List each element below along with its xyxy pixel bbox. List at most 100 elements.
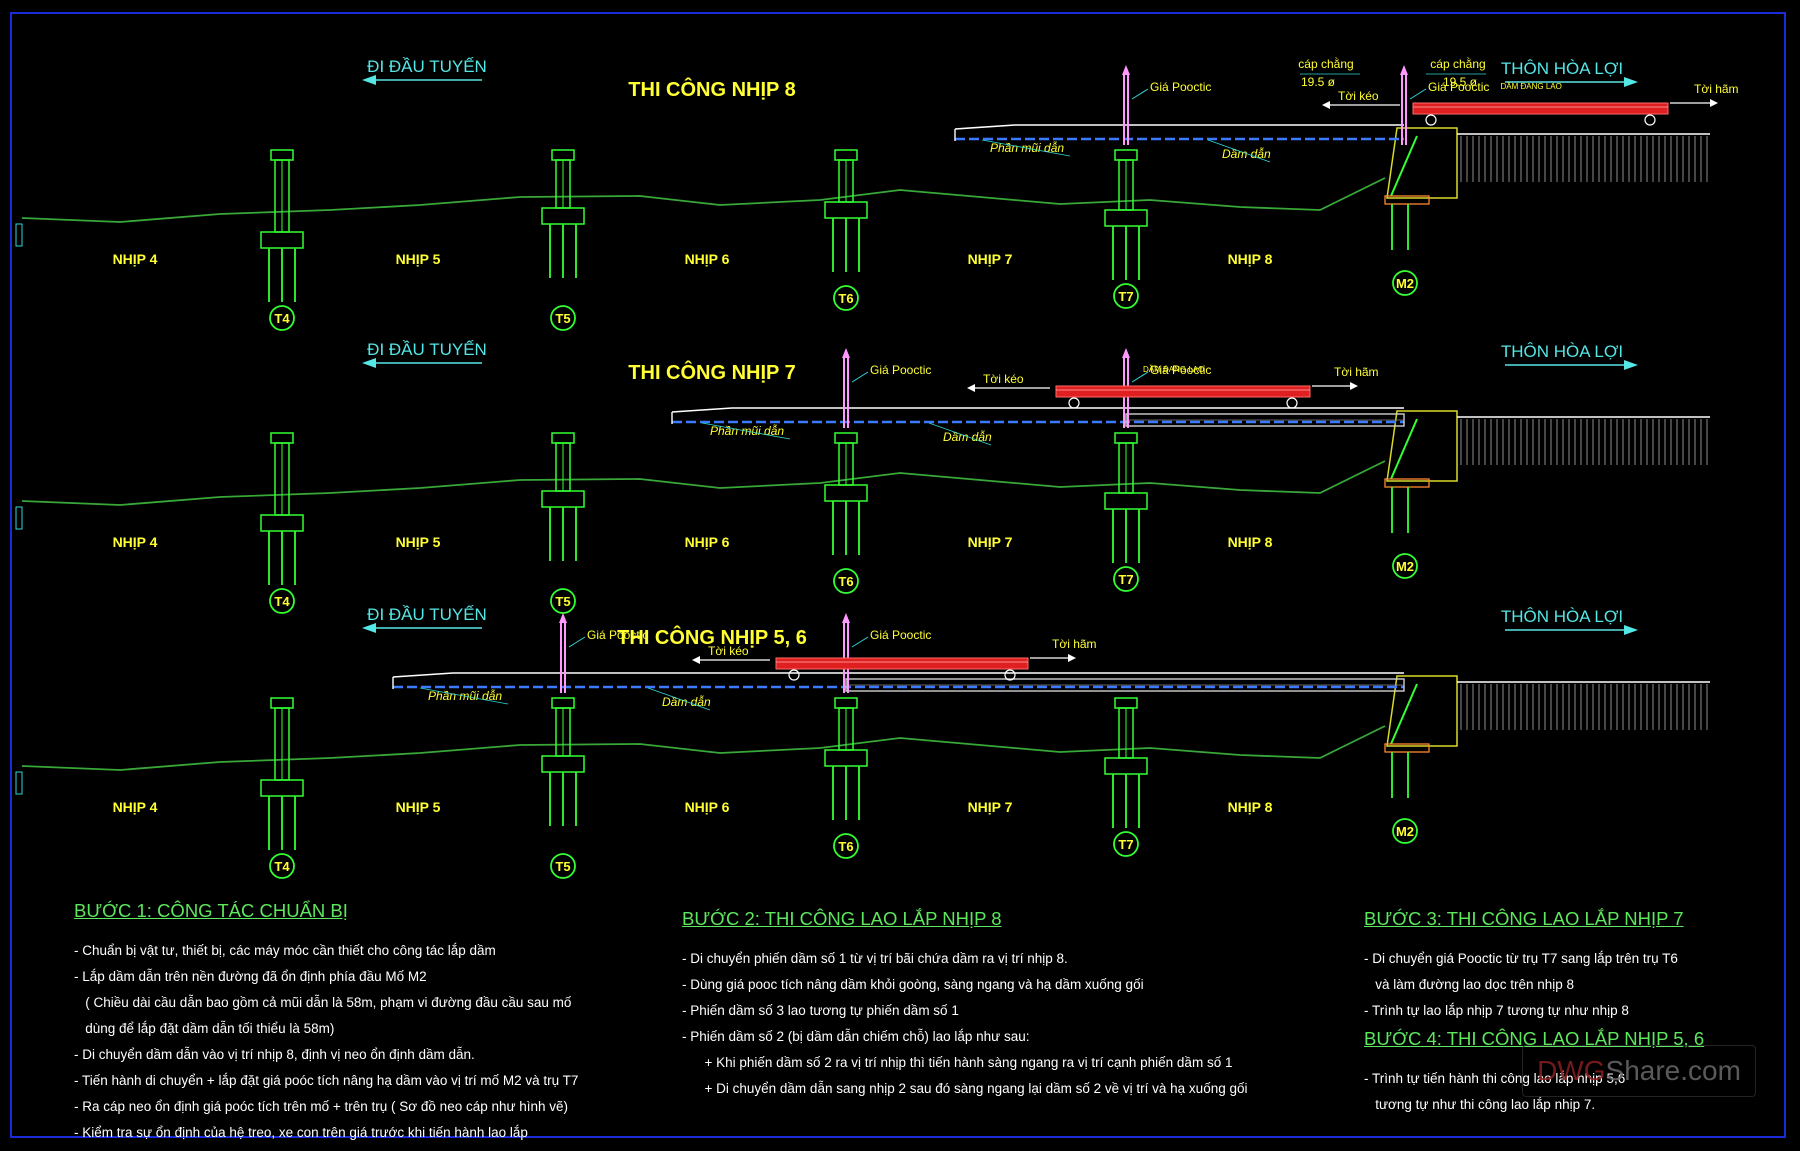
cable-label: cáp chằng — [1430, 56, 1485, 71]
pier-top-cap — [551, 432, 575, 444]
pier-T5: T5 — [541, 697, 585, 879]
pier-top-cap — [834, 432, 858, 444]
gantry-top-icon — [842, 613, 850, 623]
step-2-item: - Phiến dầm số 3 lao tương tự phiến dầm … — [682, 1003, 959, 1018]
abutment-body — [1386, 127, 1458, 199]
pile-cap — [260, 514, 304, 532]
pier-T7: T7 — [1104, 697, 1148, 857]
cable-value: 19.5 ø — [1443, 75, 1478, 89]
gantry-label: Giá Pooctic — [1150, 80, 1211, 94]
gantry: Giá Pooctic — [1400, 65, 1489, 145]
pull-label: Tời kéo — [983, 372, 1024, 386]
brake-label: Tời hãm — [1052, 637, 1097, 651]
step-2-item: + Khi phiến dầm số 2 ra vị trí nhịp thì … — [682, 1055, 1233, 1070]
span-label: NHỊP 4 — [113, 799, 158, 815]
cable-label: cáp chằng — [1298, 56, 1353, 71]
step-2-item: - Dùng giá pooc tích nâng dầm khỏi goòng… — [682, 977, 1144, 992]
panel-title: THI CÔNG NHỊP 7 — [628, 360, 795, 384]
step-1-heading: BƯỚC 1: CÔNG TÁC CHUẨN BỊ — [74, 900, 348, 921]
abutment-wing — [1390, 418, 1418, 480]
pier-label: T4 — [274, 594, 290, 609]
pier-M2: M2 — [1384, 675, 1710, 844]
step-4-heading: BƯỚC 4: THI CÔNG LAO LẮP NHỊP 5, 6 — [1364, 1028, 1705, 1049]
pier-label: T6 — [838, 839, 853, 854]
direction-right: THÔN HÒA LỢI — [1501, 342, 1623, 361]
pile-cap — [1104, 757, 1148, 775]
ground-line — [21, 725, 1386, 771]
gantry-label: Giá Pooctic — [870, 363, 931, 377]
pier-marker — [1392, 270, 1418, 296]
girder-body — [1412, 102, 1669, 115]
brake-arrow-icon — [1068, 654, 1076, 662]
pier-marker — [1113, 831, 1139, 857]
step-2-heading: BƯỚC 2: THI CÔNG LAO LẮP NHỊP 8 — [682, 908, 1002, 929]
trolley-wheel-icon — [788, 669, 800, 681]
brake-label: Tời hãm — [1334, 365, 1379, 379]
pier-marker — [1392, 553, 1418, 579]
pier-label: T5 — [555, 594, 570, 609]
span-label: NHỊP 6 — [685, 534, 730, 550]
step-1-notes: BƯỚC 1: CÔNG TÁC CHUẨN BỊ - Chuẩn bị vật… — [74, 898, 578, 1146]
pier-label: T5 — [555, 311, 570, 326]
gantry-leader — [851, 636, 869, 648]
pier-T7: T7 — [1104, 149, 1148, 309]
arrow-right-icon — [1624, 77, 1638, 87]
span-label: NHỊP 5 — [396, 799, 441, 815]
pull-arrow-icon — [1322, 101, 1330, 109]
cable-value: 19.5 ø — [1301, 75, 1336, 89]
pile-cap — [824, 749, 868, 767]
span-label: NHỊP 7 — [968, 534, 1013, 550]
span-label: NHỊP 8 — [1228, 534, 1273, 550]
gantry-label: Giá Pooctic — [1150, 363, 1211, 377]
abutment-footing — [1384, 195, 1430, 205]
step-3-heading: BƯỚC 3: THI CÔNG LAO LẮP NHỊP 7 — [1364, 908, 1684, 929]
gantry: Giá Pooctic — [559, 613, 648, 693]
pull-arrow-icon — [967, 384, 975, 392]
pile-cap — [541, 755, 585, 773]
span-label: NHỊP 7 — [968, 799, 1013, 815]
drawing-frame — [10, 12, 1786, 1138]
pier-top-cap — [834, 697, 858, 709]
step-1-item: - Chuẩn bị vật tư, thiết bị, các máy móc… — [74, 943, 496, 958]
trolley-wheel-icon — [1644, 114, 1656, 126]
pier-top-cap — [1114, 149, 1138, 161]
girder-body — [1055, 385, 1311, 398]
nose-leader — [981, 139, 1071, 157]
guide-leader — [1207, 139, 1271, 163]
brake-arrow-icon — [1710, 99, 1718, 107]
girder-label: DẦM ĐANG LAO — [1143, 364, 1204, 374]
arrow-right-icon — [1624, 360, 1638, 370]
pier-marker — [1113, 283, 1139, 309]
arrow-left-icon — [362, 75, 376, 85]
pier-T6: T6 — [824, 432, 868, 594]
span-label: NHỊP 7 — [968, 251, 1013, 267]
abutment-footing — [1384, 743, 1430, 753]
panel-title: THI CÔNG NHỊP 8 — [628, 77, 795, 101]
step-2-notes: BƯỚC 2: THI CÔNG LAO LẮP NHỊP 8 - Di chu… — [682, 906, 1247, 1102]
ground-line — [21, 460, 1386, 506]
direction-right: THÔN HÒA LỢI — [1501, 607, 1623, 626]
direction-left: ĐI ĐẦU TUYẾN — [367, 57, 487, 76]
gantry: Giá Pooctic — [842, 613, 931, 693]
pile-cap — [1104, 492, 1148, 510]
pier-label: M2 — [1396, 276, 1414, 291]
pier-top-cap — [270, 149, 294, 161]
pier-T4: T4 — [260, 432, 304, 614]
step-2-item: - Di chuyển phiến dầm số 1 từ vị trí bãi… — [682, 951, 1068, 966]
abutment-body — [1386, 410, 1458, 482]
pier-marker — [833, 833, 859, 859]
pier-label: T4 — [274, 859, 290, 874]
arrow-left-icon — [362, 358, 376, 368]
nose-leader — [419, 687, 509, 705]
guide-leader — [647, 687, 711, 711]
pier-M2: M2 — [1384, 127, 1710, 296]
trolley-wheel-icon — [1425, 114, 1437, 126]
watermark-part1: DWG — [1537, 1055, 1606, 1086]
pier-label: T6 — [838, 574, 853, 589]
step-3-item: và làm đường lao dọc trên nhịp 8 — [1364, 977, 1575, 992]
pier-marker — [1113, 566, 1139, 592]
